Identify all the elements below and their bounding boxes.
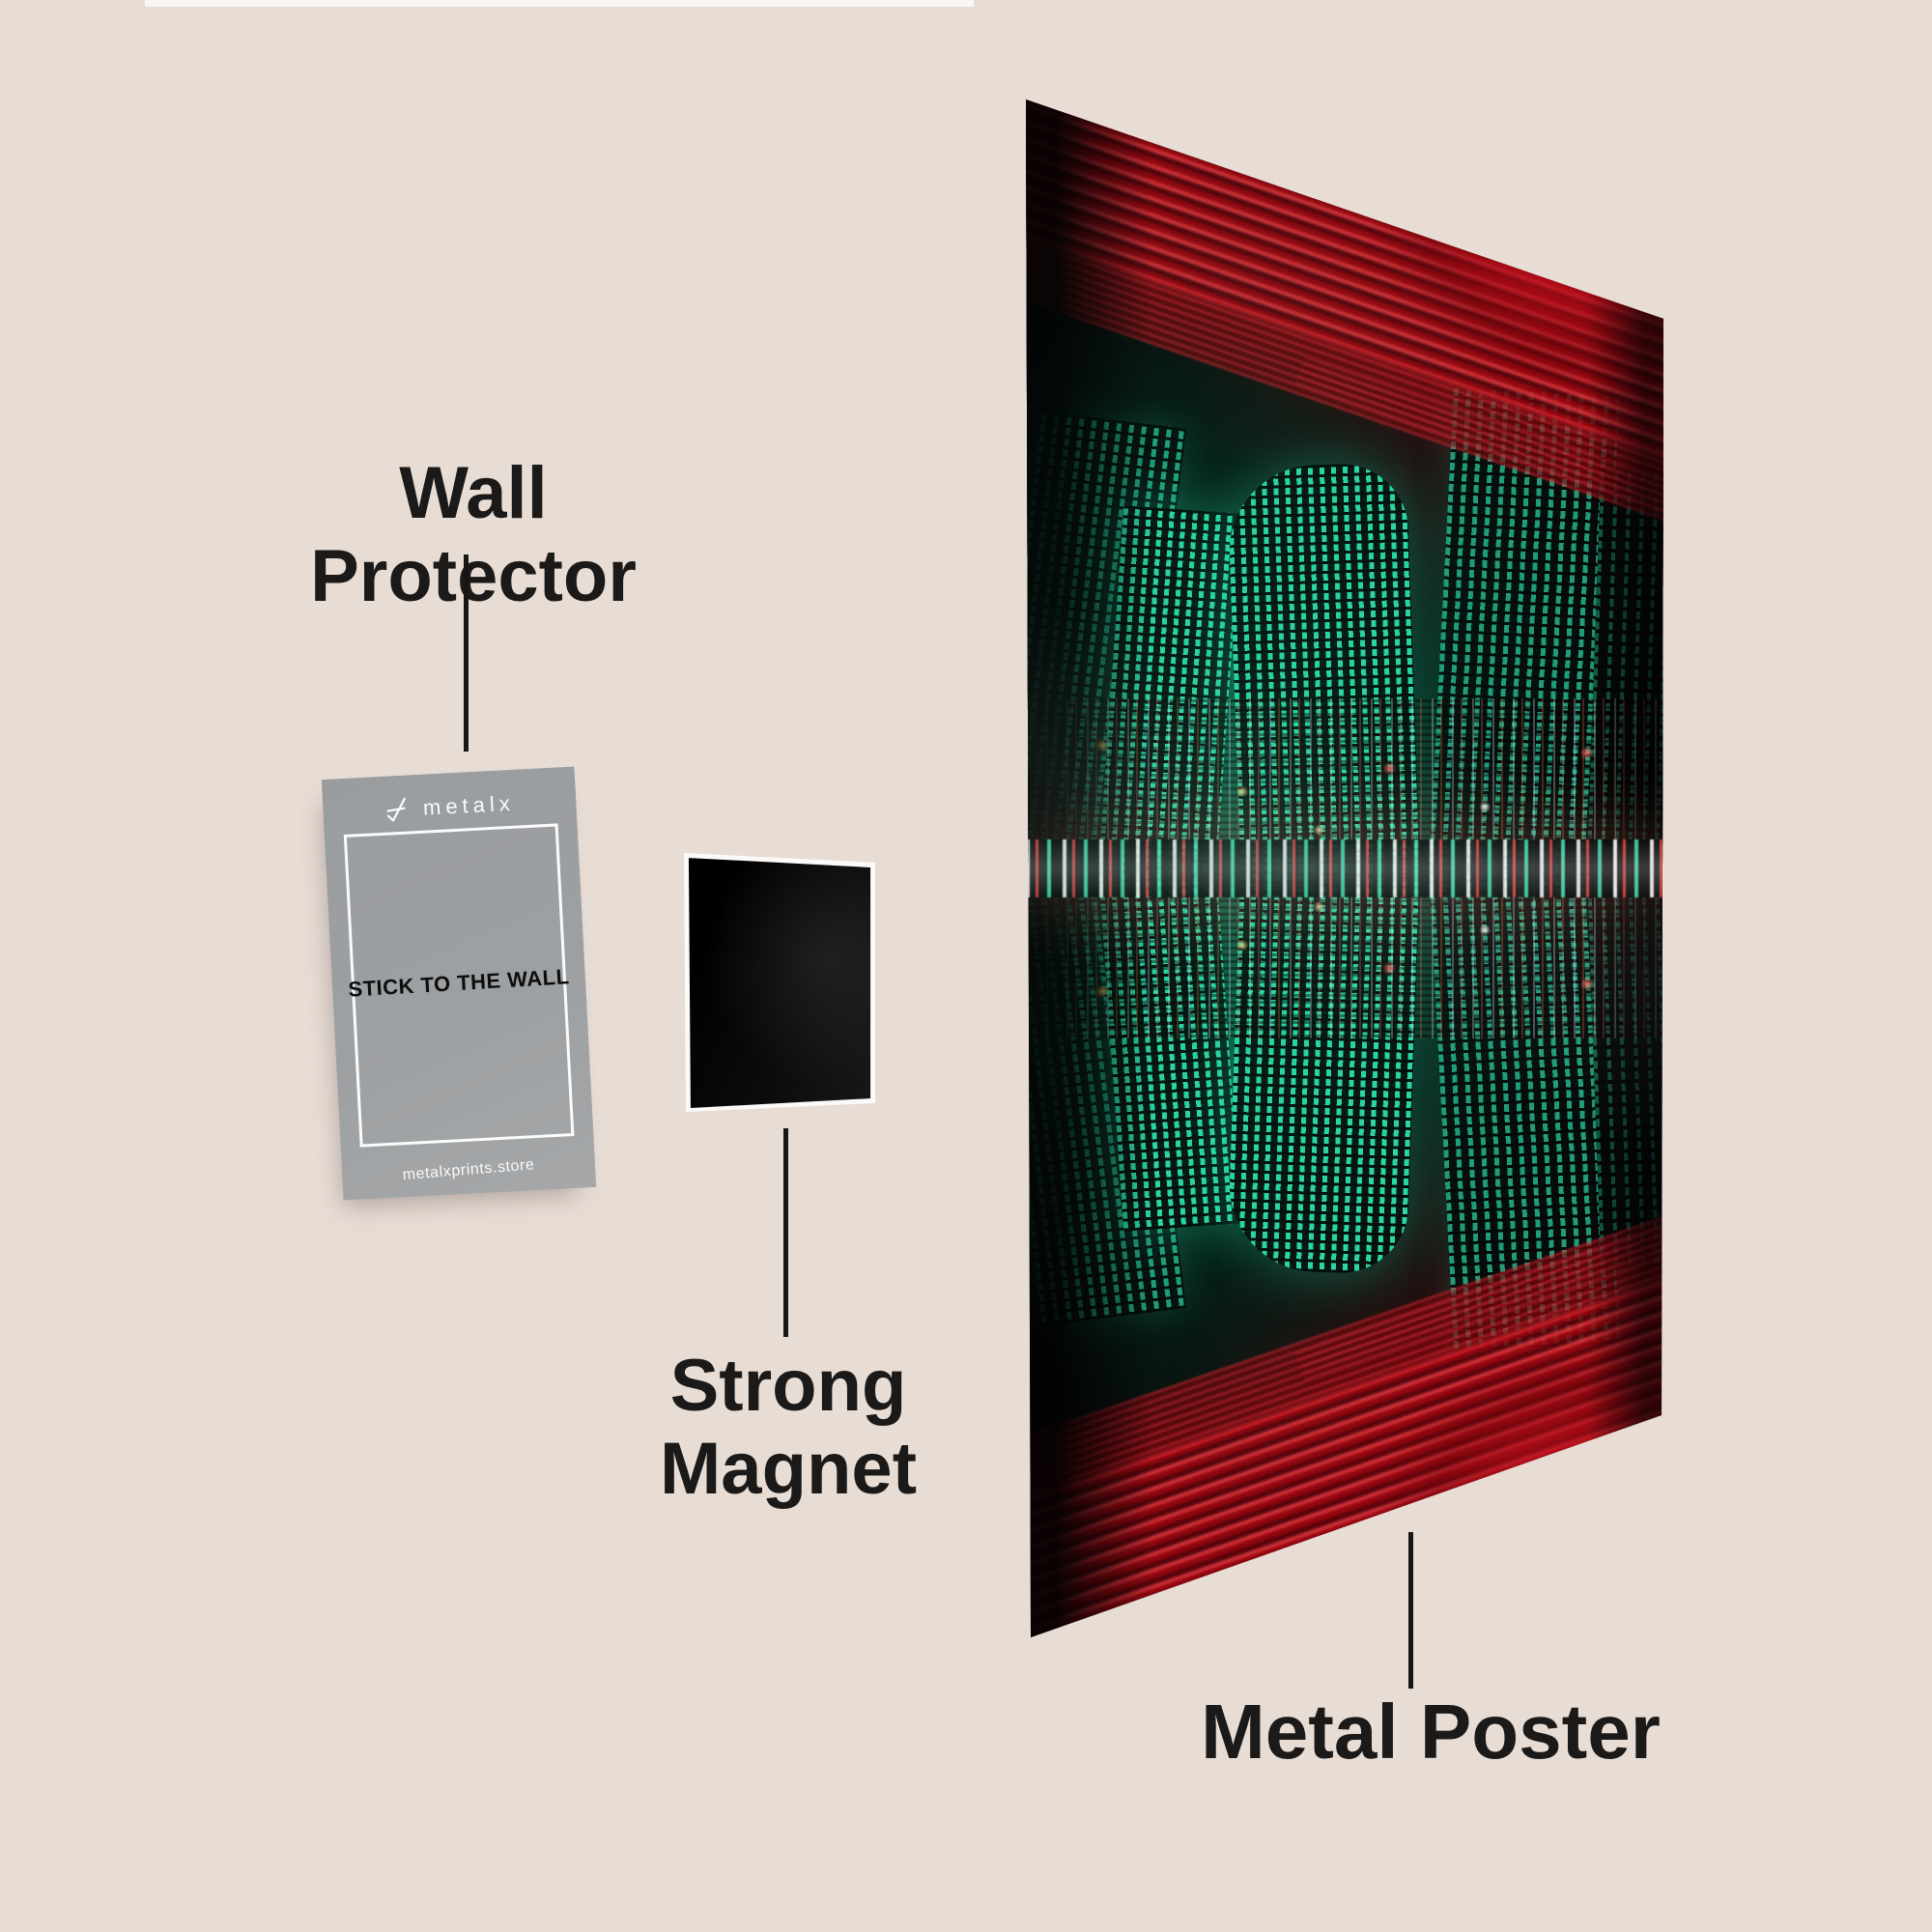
magnet-white-outline (684, 853, 875, 1112)
strong-magnet-label: Strong Magnet (547, 1345, 1030, 1511)
strong-magnet-square (688, 858, 871, 1108)
wall-protector-card: metalx STICK TO THE WALL metalxprints.st… (321, 766, 597, 1201)
wall-protector-label: Wall Protector (310, 452, 637, 617)
poster-art-mirrored-half (1026, 868, 1663, 1637)
poster-art-top-half (1026, 99, 1663, 868)
strong-magnet-label-line2: Magnet (660, 1428, 917, 1510)
metal-poster-label: Metal Poster (1201, 1689, 1661, 1775)
top-edge-highlight (145, 0, 974, 7)
poster-edge-shadow (1026, 99, 1663, 868)
wall-protector-leader-line (464, 554, 469, 752)
poster-mirror-seam-lights (1026, 839, 1663, 897)
brand-wordmark: metalx (422, 790, 516, 820)
store-url-text: metalxprints.store (402, 1156, 536, 1184)
brand-logo: metalx (323, 787, 577, 826)
brand-mark-icon (384, 796, 413, 823)
strong-magnet-label-line1: Strong (669, 1345, 907, 1427)
magnet-leader-line (783, 1128, 788, 1337)
poster-leader-line (1408, 1532, 1413, 1689)
metal-poster (1026, 99, 1663, 1637)
poster-edge-shadow (1026, 868, 1663, 1637)
